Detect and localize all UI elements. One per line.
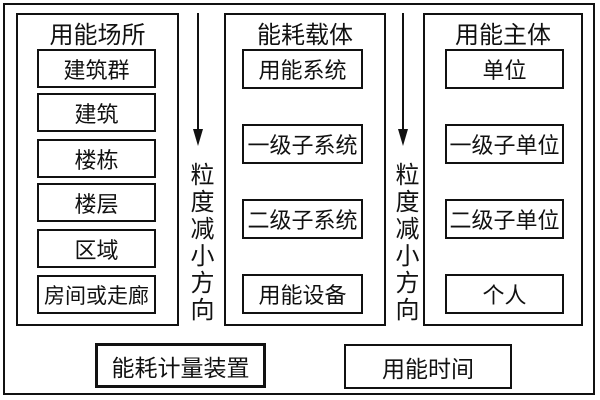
node-building: 建筑 (37, 93, 156, 132)
node-level2-subunit: 二级子单位 (445, 199, 564, 239)
column-energy-use-places: 用能场所 建筑群 建筑 楼栋 楼层 区域 房间或走廊 (16, 13, 179, 326)
node-area: 区域 (37, 229, 156, 268)
node-energy-system: 用能系统 (242, 49, 363, 89)
granularity-direction-label-2: 粒度减小方向 (391, 162, 417, 324)
node-room-or-corridor: 房间或走廊 (37, 275, 156, 314)
column-title: 能耗载体 (257, 23, 353, 49)
column-title: 用能主体 (455, 23, 551, 49)
column-energy-consumption-carriers: 能耗载体 用能系统 一级子系统 二级子系统 用能设备 (224, 13, 386, 326)
outer-frame (3, 3, 595, 395)
node-level1-subsystem: 一级子系统 (242, 124, 363, 164)
node-building-cluster: 建筑群 (37, 49, 156, 88)
node-individual: 个人 (445, 274, 564, 314)
arrow-line (197, 13, 199, 130)
column-energy-use-subjects: 用能主体 单位 一级子单位 二级子单位 个人 (423, 13, 583, 326)
node-energy-use-time: 用能时间 (344, 344, 512, 389)
node-energy-metering-device: 能耗计量装置 (95, 343, 266, 388)
node-building-block: 楼栋 (37, 139, 156, 178)
arrow-down-icon (398, 129, 408, 146)
node-level1-subunit: 一级子单位 (445, 124, 564, 164)
granularity-direction-label-1: 粒度减小方向 (186, 162, 212, 324)
node-energy-device: 用能设备 (242, 274, 363, 314)
node-level2-subsystem: 二级子系统 (242, 199, 363, 239)
arrow-down-icon (193, 129, 203, 146)
arrow-line (402, 13, 404, 130)
column-title: 用能场所 (49, 23, 146, 49)
node-unit: 单位 (445, 49, 564, 89)
node-floor: 楼层 (37, 183, 156, 222)
